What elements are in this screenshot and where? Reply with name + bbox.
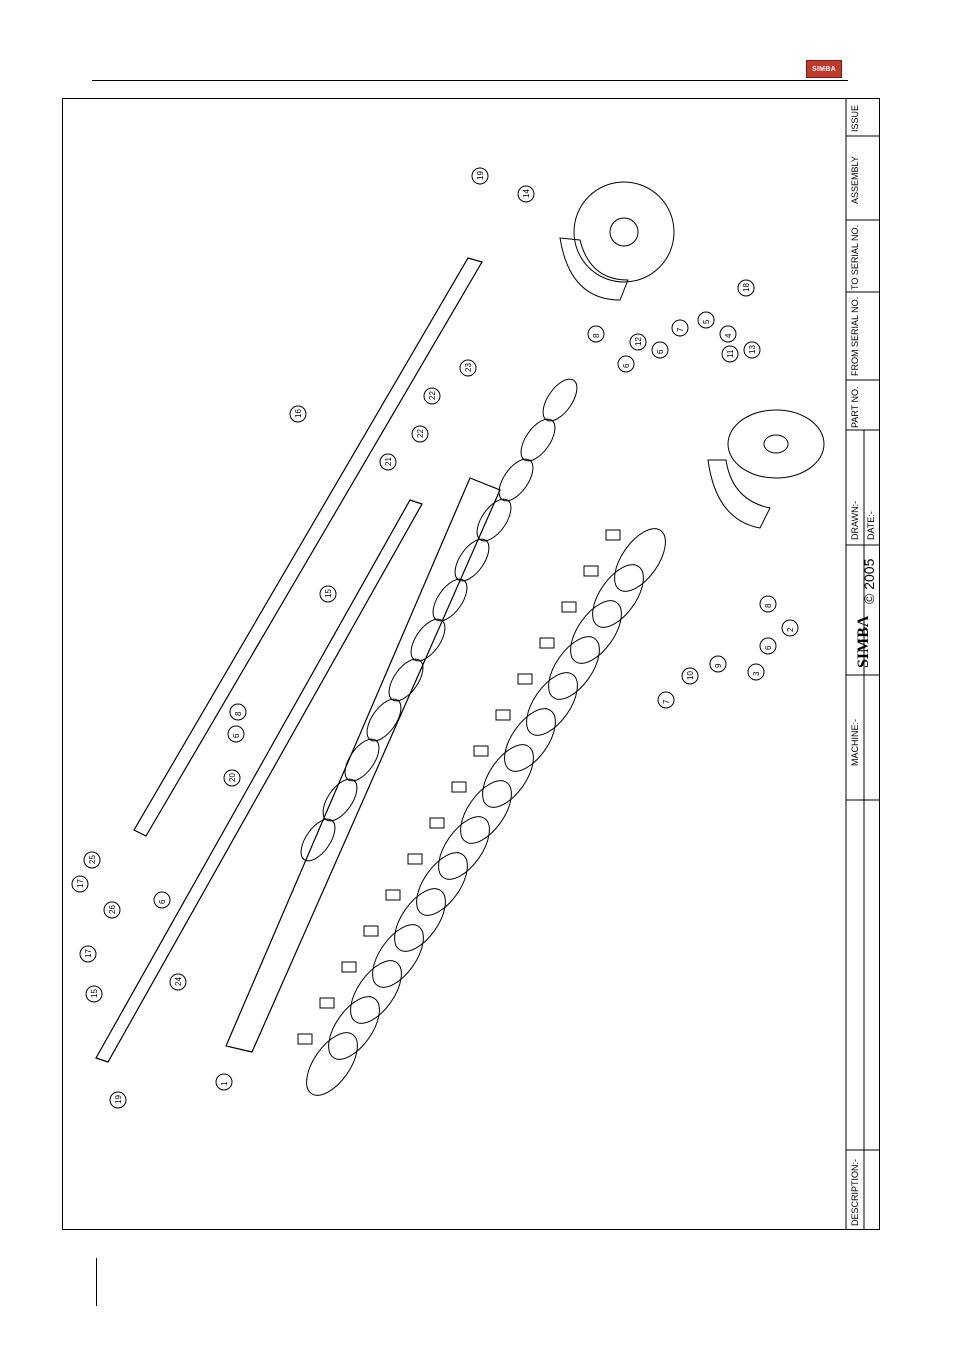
callout-label: 17 bbox=[76, 879, 85, 888]
disc-gang bbox=[294, 373, 675, 1103]
callout-label: 9 bbox=[714, 663, 723, 668]
disc bbox=[363, 916, 434, 996]
callout-label: 16 bbox=[294, 409, 303, 418]
callout-label: 14 bbox=[522, 189, 531, 198]
end-disc-right bbox=[708, 410, 824, 528]
callout-label: 7 bbox=[662, 699, 671, 704]
disc-hanger bbox=[452, 782, 466, 792]
disc-rear bbox=[382, 653, 429, 706]
disc-rear bbox=[514, 413, 561, 466]
callout-label: 24 bbox=[174, 977, 183, 986]
callout-label: 11 bbox=[726, 349, 735, 358]
disc-rear bbox=[536, 373, 583, 426]
disc-rear bbox=[426, 573, 473, 626]
callout-label: 23 bbox=[464, 363, 473, 372]
disc-hanger bbox=[474, 746, 488, 756]
disc-hanger bbox=[320, 998, 334, 1008]
disc-rear bbox=[360, 693, 407, 746]
callout-label: 8 bbox=[764, 603, 773, 608]
disc bbox=[517, 664, 588, 744]
callout-label: 15 bbox=[324, 589, 333, 598]
disc-rear bbox=[470, 493, 517, 546]
disc bbox=[319, 988, 390, 1068]
part-no-label: PART NO. bbox=[850, 386, 860, 428]
disc-hanger bbox=[606, 530, 620, 540]
disc bbox=[429, 808, 500, 888]
callout-label: 22 bbox=[416, 429, 425, 438]
disc bbox=[451, 772, 522, 852]
disc-rear bbox=[492, 453, 539, 506]
disc bbox=[539, 628, 610, 708]
brand-mark: SIMBA bbox=[855, 615, 872, 668]
main-frame-bars bbox=[96, 258, 500, 1062]
callout-label: 2 bbox=[786, 627, 795, 632]
disc bbox=[407, 844, 478, 924]
callout-label: 8 bbox=[592, 333, 601, 338]
disc bbox=[605, 520, 676, 600]
disc-rear bbox=[448, 533, 495, 586]
callout-label: 10 bbox=[686, 671, 695, 680]
disc-hanger bbox=[562, 602, 576, 612]
disc-rear bbox=[404, 613, 451, 666]
disc bbox=[385, 880, 456, 960]
callout-label: 15 bbox=[90, 989, 99, 998]
to-serial-label: TO SERIAL NO. bbox=[850, 225, 860, 290]
callout-label: 5 bbox=[702, 319, 711, 324]
callout-label: 8 bbox=[234, 711, 243, 716]
disc-hanger bbox=[386, 890, 400, 900]
callout-label: 3 bbox=[752, 671, 761, 676]
callout-label: 6 bbox=[232, 733, 241, 738]
disc bbox=[561, 592, 632, 672]
disc bbox=[473, 736, 544, 816]
disc-hanger bbox=[584, 566, 598, 576]
callout-label: 6 bbox=[158, 899, 167, 904]
disc-hanger bbox=[540, 638, 554, 648]
callout-label: 1 bbox=[220, 1081, 229, 1086]
callout-label: 12 bbox=[634, 337, 643, 346]
callout-label: 4 bbox=[724, 333, 733, 338]
callout-label: 17 bbox=[84, 949, 93, 958]
disc-hanger bbox=[430, 818, 444, 828]
callout-label: 18 bbox=[742, 283, 751, 292]
description-label: DESCRIPTION:- bbox=[850, 1159, 860, 1226]
callout-label: 6 bbox=[764, 645, 773, 650]
disc-hanger bbox=[408, 854, 422, 864]
disc-hanger bbox=[496, 710, 510, 720]
disc bbox=[495, 700, 566, 780]
assembly-label: ASSEMBLY bbox=[850, 156, 860, 204]
callout-label: 21 bbox=[384, 457, 393, 466]
issue-label: ISSUE bbox=[850, 105, 860, 132]
callout-label: 22 bbox=[428, 391, 437, 400]
end-disc-top bbox=[560, 182, 674, 300]
disc-hanger bbox=[364, 926, 378, 936]
disc bbox=[583, 556, 654, 636]
callout-label: 13 bbox=[748, 345, 757, 354]
callout-label: 26 bbox=[108, 905, 117, 914]
disc-rear bbox=[338, 733, 385, 786]
drawn-label: DRAWN:- bbox=[850, 501, 860, 540]
callout-label: 6 bbox=[656, 349, 665, 354]
callout-label: 25 bbox=[88, 855, 97, 864]
from-serial-label: FROM SERIAL NO. bbox=[850, 297, 860, 376]
disc bbox=[341, 952, 412, 1032]
disc bbox=[297, 1024, 368, 1104]
copyright-text: © 2005 bbox=[861, 558, 877, 604]
callout-label: 6 bbox=[622, 363, 631, 368]
disc-hanger bbox=[298, 1034, 312, 1044]
machine-label: MACHINE:- bbox=[850, 719, 860, 766]
disc-hanger bbox=[342, 962, 356, 972]
disc-hanger bbox=[518, 674, 532, 684]
callout-label: 20 bbox=[228, 773, 237, 782]
callout-label: 7 bbox=[676, 327, 685, 332]
date-label: DATE:- bbox=[866, 511, 876, 540]
disc-rear bbox=[294, 813, 341, 866]
callout-label: 19 bbox=[476, 171, 485, 180]
callout-label: 19 bbox=[114, 1095, 123, 1104]
